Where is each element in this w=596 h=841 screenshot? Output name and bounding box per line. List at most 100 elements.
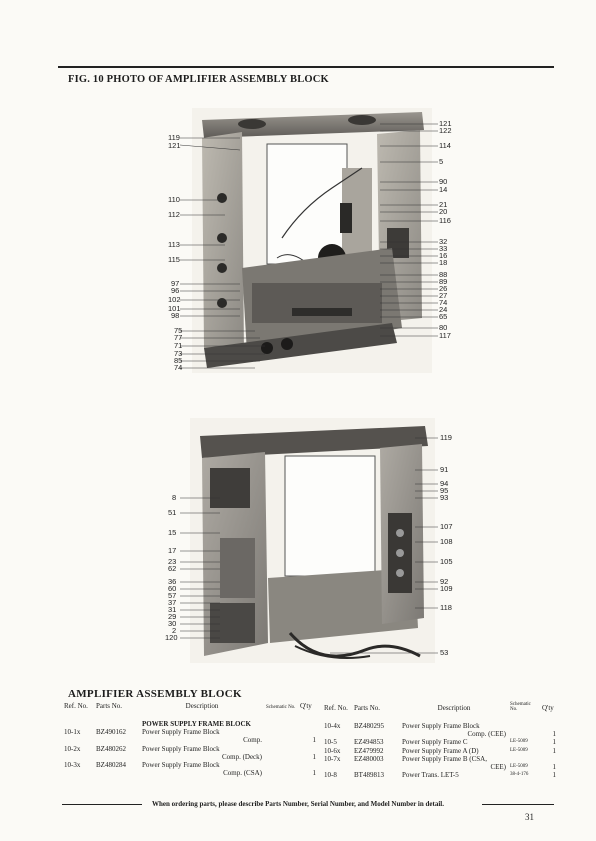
photo1-label: 85: [174, 356, 183, 365]
photo1-label: 114: [439, 141, 451, 150]
footer-note: When ordering parts, please describe Par…: [152, 800, 444, 808]
table-row: POWER SUPPLY FRAME BLOCK: [142, 720, 251, 728]
photo1-label: 21: [439, 200, 448, 209]
photo1-label: 89: [439, 277, 448, 286]
photo2-label: 119: [440, 433, 452, 442]
photo2-label: 118: [440, 603, 452, 612]
photo2-label: 53: [440, 648, 449, 657]
photo1-label: 20: [439, 207, 448, 216]
amplifier-photo-bottom: [190, 418, 435, 663]
table-row: [62, 710, 318, 720]
col-desc: Description: [185, 702, 219, 710]
photo2-label: 15: [168, 528, 177, 537]
photo1-label: 112: [168, 210, 180, 219]
page-number: 31: [525, 812, 534, 822]
photo1-label: 117: [439, 331, 451, 340]
photo1-label: 90: [439, 177, 448, 186]
photo1-label: 88: [439, 270, 448, 279]
photo2-label: 31: [168, 605, 177, 614]
photo1-label: 24: [439, 305, 448, 314]
photo1-label: 102: [168, 295, 181, 304]
photo1-label: 27: [439, 291, 448, 300]
photo2-label: 51: [168, 508, 177, 517]
photo1-label: 33: [439, 244, 448, 253]
photo2-label: 17: [168, 546, 177, 555]
amplifier-photo-top: [192, 108, 432, 373]
col-schem: Schematic No.: [510, 702, 531, 712]
photo1-label: 122: [439, 126, 452, 135]
top-rule: [58, 66, 554, 68]
photo2-label: 37: [168, 598, 177, 607]
photo2-label: 36: [168, 577, 177, 586]
photo1-label: 32: [439, 237, 448, 246]
photo2-label: 8: [172, 493, 177, 502]
photo1-label: 5: [439, 157, 444, 166]
photo1-label: 65: [439, 312, 448, 321]
photo2-label: 91: [440, 465, 449, 474]
col-qty: Q'ty: [300, 702, 312, 710]
photo1-label: 96: [171, 286, 180, 295]
photo1-label: 98: [171, 311, 180, 320]
photo1-label: 119: [168, 133, 180, 142]
photo2-label: 95: [440, 486, 449, 495]
photo1-label: 121: [168, 141, 181, 150]
photo1-label: 74: [174, 363, 183, 372]
col-parts: Parts No.: [354, 704, 381, 712]
photo2-label: 57: [168, 591, 177, 600]
parts-table-left: Ref. No. Parts No. Description Schematic…: [62, 702, 318, 777]
photo2-label: 29: [168, 612, 177, 621]
photo1-label: 75: [174, 326, 183, 335]
col-parts: Parts No.: [96, 702, 123, 710]
photo1-label: 73: [174, 349, 183, 358]
photo2-label: 109: [440, 584, 453, 593]
footer-rule-left: [62, 804, 142, 805]
table-row: Comp.1: [243, 736, 316, 745]
photo2-leader-lines: [180, 437, 438, 654]
photo1-label: 18: [439, 258, 448, 267]
photo2-label: 108: [440, 537, 453, 546]
parts-table-right: Ref. No. Parts No. Description Schematic…: [322, 702, 558, 779]
section-title: AMPLIFIER ASSEMBLY BLOCK: [68, 688, 242, 700]
photo2-label: 23: [168, 557, 177, 566]
photo2-label: 60: [168, 584, 177, 593]
photo2-label: 62: [168, 564, 177, 573]
table-row: Comp. (Deck)1: [221, 752, 316, 761]
photo1-label: 74: [439, 298, 448, 307]
photo2-label: 107: [440, 522, 453, 531]
col-ref: Ref. No.: [64, 702, 88, 710]
photo1-label: 121: [439, 119, 452, 128]
photo1-label: 101: [168, 304, 181, 313]
photo2-label: 120: [165, 633, 178, 642]
photo1-label: 113: [168, 240, 180, 249]
photo1-label: 71: [174, 341, 183, 350]
table-row: [322, 712, 558, 722]
photo2-label: 2: [172, 626, 177, 635]
col-ref: Ref. No.: [324, 704, 348, 712]
photo1-label: 116: [439, 216, 451, 225]
col-qty: Q'ty: [542, 704, 554, 712]
photo1-label: 14: [439, 185, 448, 194]
photo1-label: 77: [174, 333, 183, 342]
col-desc: Description: [437, 704, 471, 712]
col-schem: Schematic No.: [266, 705, 296, 710]
table-row: Comp. (CEE)1: [467, 730, 557, 739]
footer-rule-right: [482, 804, 554, 805]
photo1-label: 97: [171, 279, 180, 288]
photo2-label: 93: [440, 493, 449, 502]
photo2-label: 94: [440, 479, 449, 488]
photo1-label: 26: [439, 284, 448, 293]
photo2-label: 105: [440, 557, 453, 566]
photo1-label: 80: [439, 323, 448, 332]
photo2-label: 92: [440, 577, 449, 586]
figure-title: FIG. 10 PHOTO OF AMPLIFIER ASSEMBLY BLOC…: [68, 74, 329, 85]
photo1-leader-lines: [180, 123, 438, 369]
